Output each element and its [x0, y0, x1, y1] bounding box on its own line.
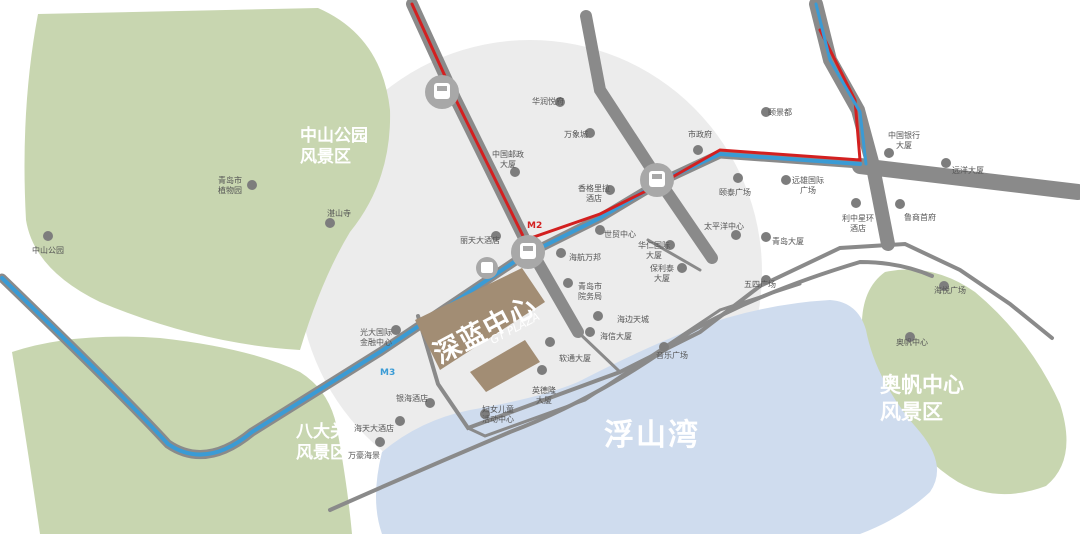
poi-dot[interactable] [510, 167, 520, 177]
poi-dot[interactable] [593, 311, 603, 321]
poi-label: 世贸中心 [604, 230, 636, 239]
poi-dot[interactable] [480, 409, 490, 419]
poi-dot[interactable] [585, 327, 595, 337]
poi-label: 颐景都 [768, 108, 792, 117]
poi-dot[interactable] [941, 158, 951, 168]
poi-dot[interactable] [325, 218, 335, 228]
poi-dot[interactable] [537, 365, 547, 375]
poi-label: 海航万邦 [569, 253, 601, 262]
poi-dot[interactable] [595, 225, 605, 235]
poi-dot[interactable] [659, 342, 669, 352]
poi-dot[interactable] [555, 97, 565, 107]
poi-dot[interactable] [605, 185, 615, 195]
poi-dot[interactable] [563, 278, 573, 288]
poi-label: 五四广场 [744, 280, 776, 289]
poi-dot[interactable] [851, 198, 861, 208]
poi-label: 远洋大厦 [952, 166, 984, 175]
poi-label: 英德隆 大厦 [532, 386, 556, 405]
poi-label: 海悦广场 [934, 286, 966, 295]
poi-dot[interactable] [556, 248, 566, 258]
poi-dot[interactable] [761, 107, 771, 117]
poi-label: 奥帆中心 [896, 338, 928, 347]
poi-dot[interactable] [491, 231, 501, 241]
poi-dot[interactable] [733, 173, 743, 183]
poi-dots [43, 97, 951, 447]
train-icon[interactable] [425, 75, 459, 109]
poi-label: 香格里拉 酒店 [578, 184, 610, 203]
poi-dot[interactable] [693, 145, 703, 155]
poi-label: 远雄国际 广场 [792, 176, 824, 195]
label-aofan: 奥帆中心 风景区 [880, 373, 964, 424]
poi-label: 音乐广场 [656, 351, 688, 360]
poi-label: 软通大厦 [559, 354, 591, 363]
poi-dot[interactable] [43, 231, 53, 241]
poi-dot[interactable] [395, 416, 405, 426]
poi-label: 丽天大酒店 [460, 236, 500, 245]
poi-label: 太平洋中心 [704, 222, 744, 231]
poi-label: 妇女儿童 活动中心 [482, 405, 514, 424]
label-zhongshan-park: 中山公园 风景区 [300, 126, 368, 167]
poi-dot[interactable] [761, 275, 771, 285]
poi-dot[interactable] [781, 175, 791, 185]
poi-label: 鲁商首府 [904, 213, 936, 222]
poi-dot[interactable] [585, 128, 595, 138]
poi-dot[interactable] [905, 332, 915, 342]
label-fushan-bay: 浮山湾 [604, 418, 700, 453]
poi-label: 颐泰广场 [719, 188, 751, 197]
park-badaguan [12, 336, 352, 534]
poi-label: 青岛大厦 [772, 237, 804, 246]
poi-dot[interactable] [939, 281, 949, 291]
poi-label: 湛山寺 [327, 209, 351, 218]
poi-label: 华仁国际 大厦 [638, 241, 670, 260]
poi-dot[interactable] [895, 199, 905, 209]
poi-label: 中山公园 [32, 246, 64, 255]
poi-label: 市政府 [688, 130, 712, 139]
poi-label: 中国银行 大厦 [888, 131, 920, 150]
poi-label: 利中星环 酒店 [842, 214, 874, 233]
poi-dot[interactable] [375, 437, 385, 447]
bus-icon[interactable] [476, 257, 498, 279]
poi-dot[interactable] [665, 240, 675, 250]
poi-label: 海天大酒店 [354, 424, 394, 433]
metro-stations [425, 75, 674, 279]
poi-label: 光大国际 金融中心 [360, 328, 392, 347]
label-m3: M3 [380, 368, 396, 378]
poi-label: 青岛市 植物园 [218, 176, 242, 195]
poi-dot[interactable] [731, 230, 741, 240]
poi-label: 海信大厦 [600, 332, 632, 341]
poi-label: 万象城 [564, 130, 588, 139]
fushan-bay-water [376, 300, 938, 534]
poi-dot[interactable] [545, 337, 555, 347]
label-m2: M2 [527, 221, 543, 231]
poi-label: 海边天城 [617, 315, 649, 324]
poi-dot[interactable] [425, 398, 435, 408]
label-badaguan: 八大关 风景区 [296, 422, 347, 463]
poi-dot[interactable] [761, 232, 771, 242]
poi-dot[interactable] [247, 180, 257, 190]
train-icon[interactable] [640, 163, 674, 197]
poi-dot[interactable] [677, 263, 687, 273]
poi-label: 保利泰 大厦 [650, 264, 674, 283]
poi-dot[interactable] [391, 325, 401, 335]
train-icon[interactable] [511, 235, 545, 269]
poi-label: 华润悦府 [532, 97, 564, 106]
poi-label: 中国邮政 大厦 [492, 150, 524, 169]
park-zhongshan [24, 8, 391, 350]
poi-dot[interactable] [884, 148, 894, 158]
gt-plaza-block [415, 268, 545, 392]
poi-label: 青岛市 院务局 [578, 282, 602, 301]
poi-label: 万豪海景 [348, 451, 380, 460]
poi-label: 银海酒店 [396, 394, 428, 403]
